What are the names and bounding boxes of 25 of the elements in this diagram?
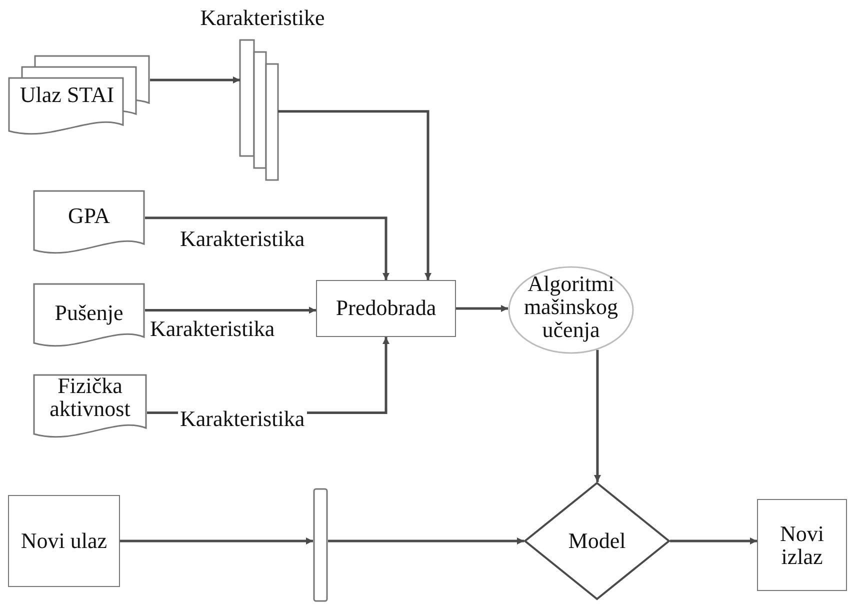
algorithm-ellipse bbox=[508, 266, 634, 354]
process-box bbox=[316, 280, 456, 337]
arrow bbox=[278, 110, 432, 280]
arrow bbox=[670, 538, 757, 544]
process-box bbox=[8, 495, 120, 587]
arrow bbox=[328, 538, 524, 544]
node-label: Fizička aktivnost bbox=[48, 374, 132, 420]
arrow bbox=[145, 306, 316, 314]
feature-bar bbox=[313, 488, 328, 602]
node-label: Novi izlaz bbox=[779, 522, 825, 568]
node-label: Predobrada bbox=[334, 296, 438, 320]
arrow bbox=[150, 76, 240, 84]
arrow bbox=[456, 305, 508, 312]
process-box bbox=[757, 499, 847, 591]
decision-diamond bbox=[524, 482, 670, 600]
arrow bbox=[120, 538, 313, 544]
node-label: Model bbox=[567, 529, 627, 552]
node-label: Ulaz STAI bbox=[18, 83, 116, 106]
arrow bbox=[594, 350, 601, 482]
node-label: Algoritmi mašinskog učenja bbox=[522, 272, 620, 342]
heading-label: Karakteristike bbox=[199, 6, 326, 30]
node-label: Pušenje bbox=[54, 301, 124, 324]
node-label: GPA bbox=[67, 204, 111, 228]
arrow bbox=[145, 216, 390, 280]
node-label: Novi ulaz bbox=[20, 529, 108, 552]
